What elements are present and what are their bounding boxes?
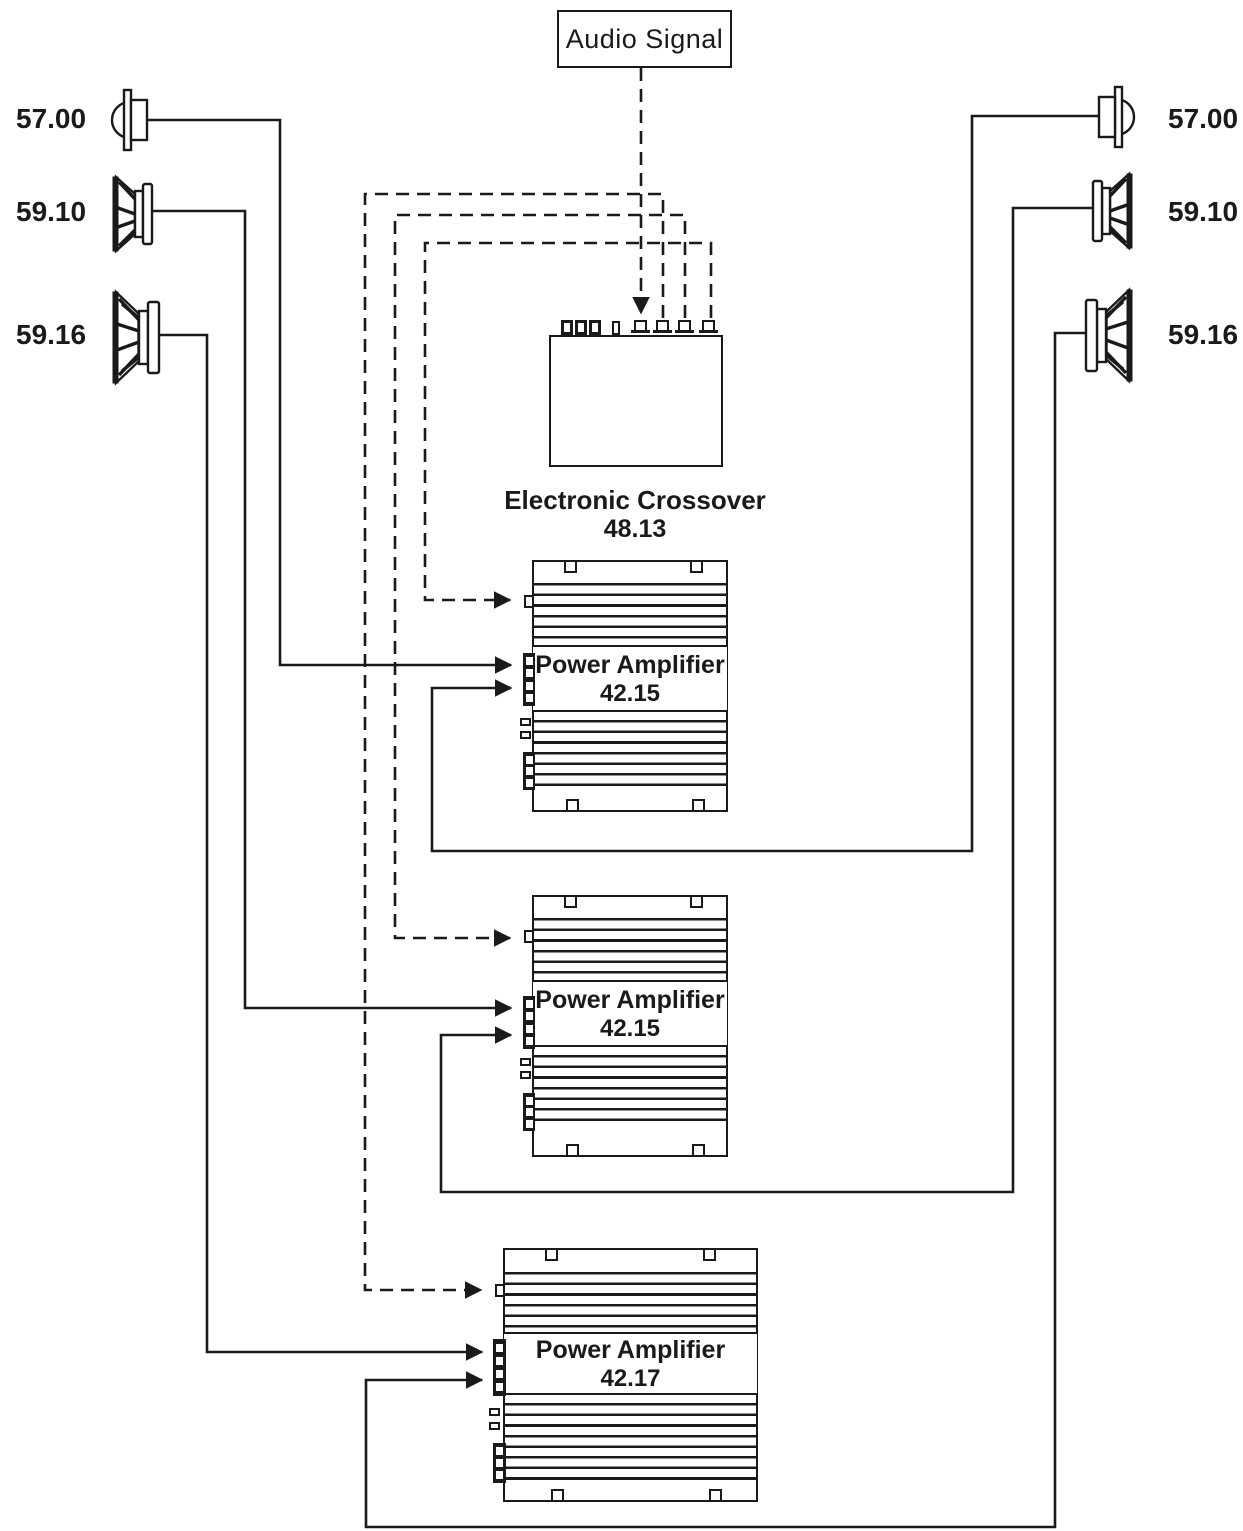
heatsink-fins: [533, 1047, 727, 1129]
mount-notch: [551, 1489, 564, 1500]
crossover-output-terminal-2: [675, 320, 694, 333]
crossover-output-terminal-3: [699, 320, 718, 333]
crossover-output-terminal-1: [653, 320, 672, 333]
amplifier-2-code: 42.15: [599, 1014, 661, 1042]
mount-notch: [564, 562, 577, 573]
woofer-speaker-icon: [111, 290, 161, 385]
crossover-input-terminal: [631, 320, 650, 333]
woofer-speaker-icon: [1084, 288, 1134, 383]
speaker-label-right-midrange: 59.10: [1168, 196, 1239, 227]
mount-notch: [692, 1144, 705, 1155]
amplifier-2-label: Power Amplifier 42.15: [533, 980, 727, 1047]
amplifier-3-name: Power Amplifier: [535, 1335, 726, 1364]
crossover-box: [549, 335, 723, 467]
mount-notch: [566, 1144, 579, 1155]
mount-notch: [690, 562, 703, 573]
amplifier-1-screw-terminal: [520, 718, 531, 726]
heatsink-fins: [504, 1264, 757, 1330]
amplifier-2-screw-terminal: [520, 1071, 531, 1079]
crossover-code: 48.13: [603, 515, 667, 543]
amplifier-3-power-connector: [493, 1443, 506, 1483]
amplifier-1-power-connector: [523, 752, 535, 790]
wire-crossover-to-amp1: [423, 241, 713, 609]
mount-notch: [566, 799, 579, 810]
amplifier-1-name: Power Amplifier: [535, 650, 725, 679]
amplifier-1-signal-input-terminal: [524, 595, 534, 608]
amplifier-2-signal-input-terminal: [524, 930, 534, 943]
amplifier-2-speaker-connector: [523, 996, 535, 1049]
speaker-label-right-woofer: 59.16: [1168, 319, 1239, 350]
wire-crossover-to-amp2: [393, 213, 687, 947]
audio-signal-label: Audio Signal: [565, 23, 724, 54]
speaker-label-left-tweeter: 57.00: [16, 103, 87, 134]
mount-notch: [703, 1250, 716, 1261]
speaker-label-right-tweeter: 57.00: [1168, 103, 1239, 134]
heatsink-fins: [504, 1395, 757, 1480]
speaker-label-left-midrange: 59.10: [16, 196, 87, 227]
amplifier-3: Power Amplifier 42.17: [489, 1248, 758, 1502]
wire-left-midrange-to-amp2: [152, 209, 513, 1017]
wire-right-tweeter-to-amp1: [430, 114, 1102, 853]
heatsink-fins: [533, 910, 727, 978]
crossover-caption: Electronic Crossover 48.13: [470, 486, 800, 544]
amplifier-2-screw-terminal: [520, 1058, 531, 1066]
amplifier-1-code: 42.15: [599, 679, 661, 707]
mount-notch: [709, 1489, 722, 1500]
amplifier-3-label: Power Amplifier 42.17: [504, 1332, 757, 1395]
wire-right-midrange-to-amp2: [439, 206, 1095, 1194]
amplifier-1: Power Amplifier 42.15: [520, 560, 728, 812]
mount-notch: [545, 1250, 558, 1261]
midrange-speaker-icon: [1091, 172, 1134, 250]
amplifier-2-power-connector: [523, 1093, 535, 1131]
amplifier-3-signal-input-terminal: [495, 1284, 505, 1297]
amplifier-3-code: 42.17: [600, 1364, 661, 1392]
tweeter-speaker-icon: [110, 88, 149, 152]
heatsink-fins: [533, 712, 727, 788]
midrange-speaker-icon: [111, 175, 154, 253]
mount-notch: [690, 897, 703, 908]
amplifier-1-label: Power Amplifier 42.15: [533, 645, 727, 712]
crossover-mini-terminal: [612, 321, 620, 335]
audio-signal-box: Audio Signal: [557, 10, 732, 68]
amplifier-1-screw-terminal: [520, 731, 531, 739]
amplifier-3-speaker-connector: [493, 1339, 506, 1396]
tweeter-speaker-icon: [1097, 85, 1136, 149]
amplifier-3-screw-terminal: [489, 1408, 500, 1416]
crossover-din-connector: [561, 320, 601, 335]
wire-left-tweeter-to-amp1: [147, 118, 513, 674]
wire-left-woofer-to-amp3: [160, 333, 484, 1361]
amplifier-3-screw-terminal: [489, 1422, 500, 1430]
amplifier-1-speaker-connector: [523, 653, 535, 706]
heatsink-fins: [533, 575, 727, 643]
speaker-label-left-woofer: 59.16: [16, 319, 87, 350]
amplifier-2: Power Amplifier 42.15: [520, 895, 728, 1157]
wire-crossover-to-amp3: [363, 192, 665, 1299]
amplifier-2-name: Power Amplifier: [535, 985, 725, 1014]
mount-notch: [692, 799, 705, 810]
crossover-name: Electronic Crossover: [504, 485, 766, 515]
wire-right-woofer-to-amp3: [364, 331, 1087, 1529]
mount-notch: [564, 897, 577, 908]
